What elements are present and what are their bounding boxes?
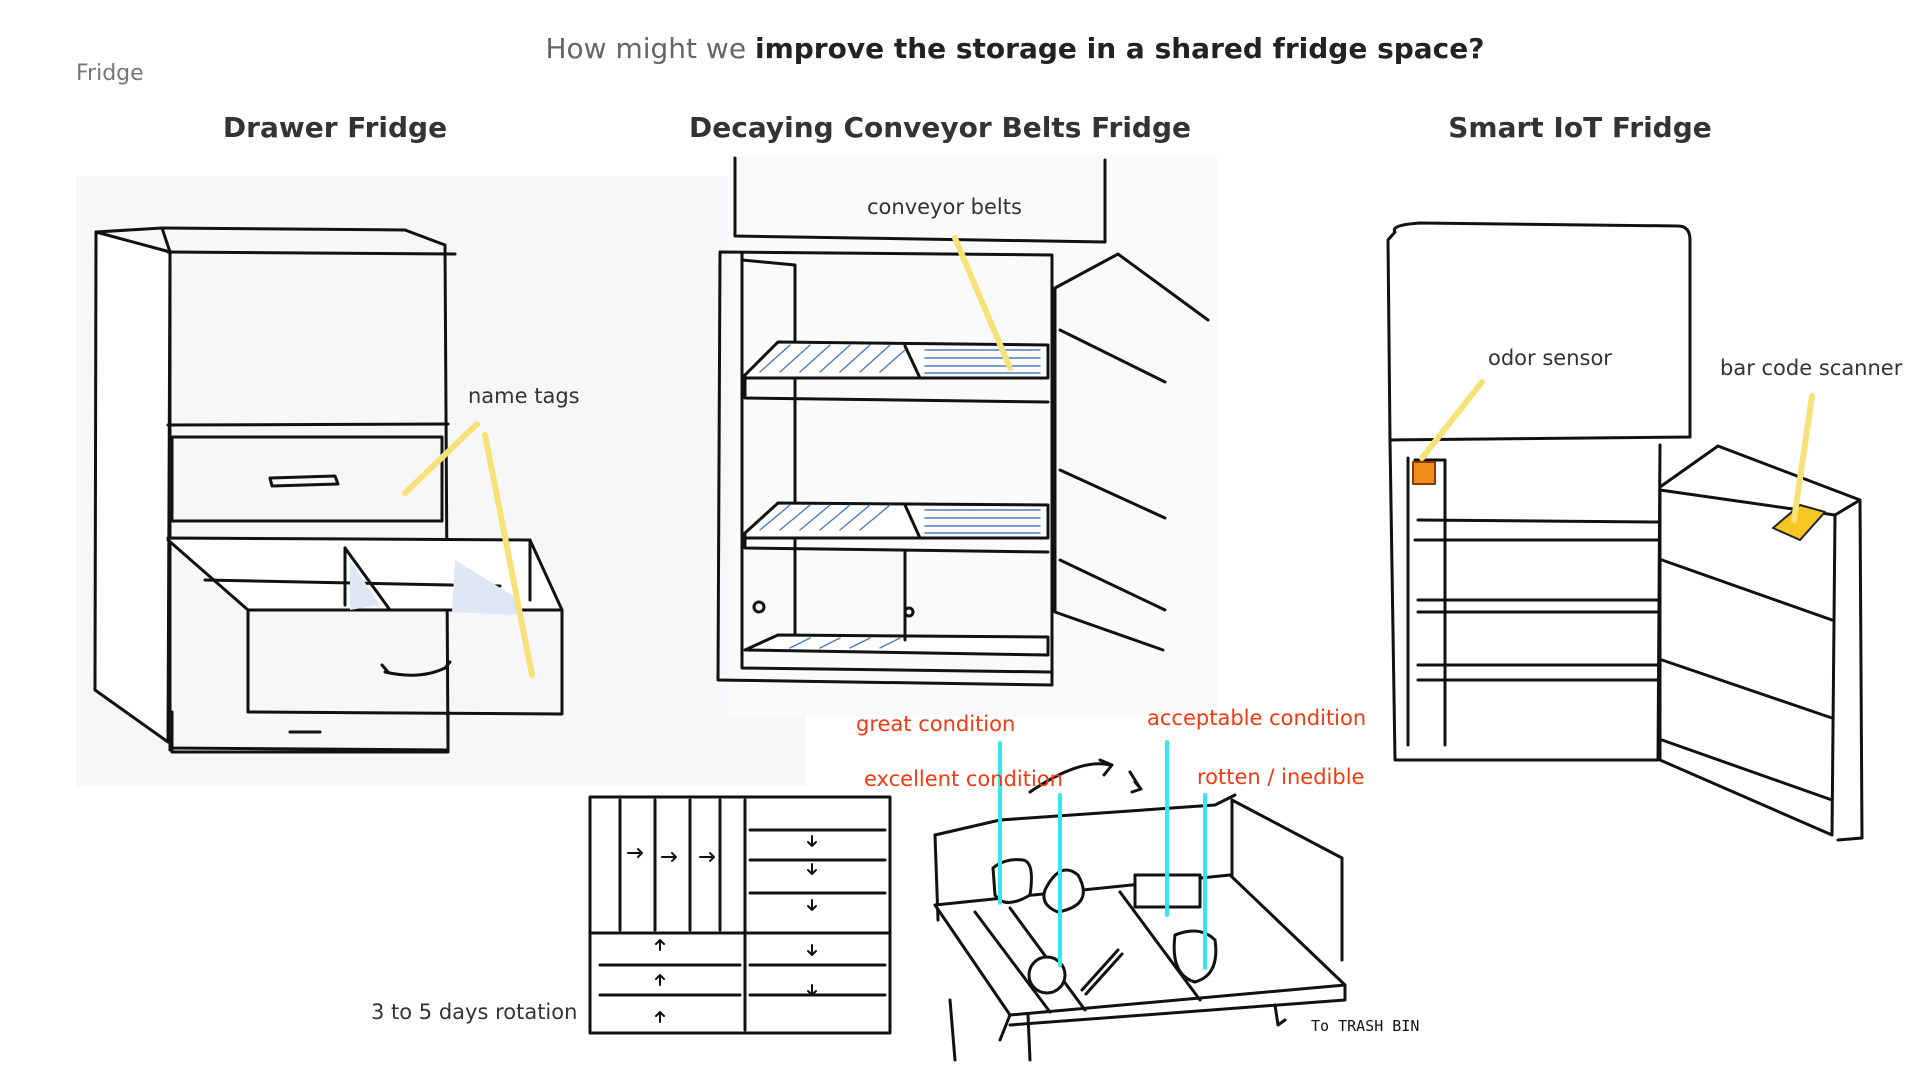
annotation-bar-code-scanner: bar code scanner <box>1720 356 1903 380</box>
label-acceptable-condition: acceptable condition <box>1147 706 1367 730</box>
bar-code-scanner-icon <box>1772 504 1826 541</box>
how-might-we-question: How might we improve the storage in a sh… <box>0 32 1920 65</box>
annotation-conveyor-belts: conveyor belts <box>867 195 1022 219</box>
label-great-condition: great condition <box>856 712 1016 736</box>
label-rotten-inedible: rotten / inedible <box>1197 765 1365 789</box>
label-excellent-condition: excellent condition <box>864 767 1063 791</box>
condition-pointer-lines <box>998 740 1207 970</box>
question-bold: improve the storage in a shared fridge s… <box>754 32 1485 65</box>
conveyor-belt-hatching <box>759 344 1041 649</box>
annotation-name-tags: name tags <box>468 384 580 408</box>
annotation-rotation: 3 to 5 days rotation <box>371 1000 578 1024</box>
drawer-fridge-title: Drawer Fridge <box>222 111 448 144</box>
annotation-trash-bin: To TRASH BIN <box>1311 1017 1420 1035</box>
drawer-fridge-sketch <box>76 176 806 786</box>
rotation-diagram-sketch <box>588 795 892 1035</box>
callout-lines <box>402 235 1815 678</box>
section-label: Fridge <box>76 61 144 86</box>
odor-sensor-icon <box>1412 461 1436 485</box>
perspective-belt-sketch <box>933 758 1347 1062</box>
smart-fridge-title: Smart IoT Fridge <box>1448 111 1712 144</box>
conveyor-fridge-sketch <box>716 156 1218 716</box>
question-prefix: How might we <box>545 32 747 65</box>
annotation-odor-sensor: odor sensor <box>1488 346 1612 370</box>
smart-fridge-sketch <box>1386 221 1864 842</box>
conveyor-fridge-title: Decaying Conveyor Belts Fridge <box>689 111 1191 144</box>
